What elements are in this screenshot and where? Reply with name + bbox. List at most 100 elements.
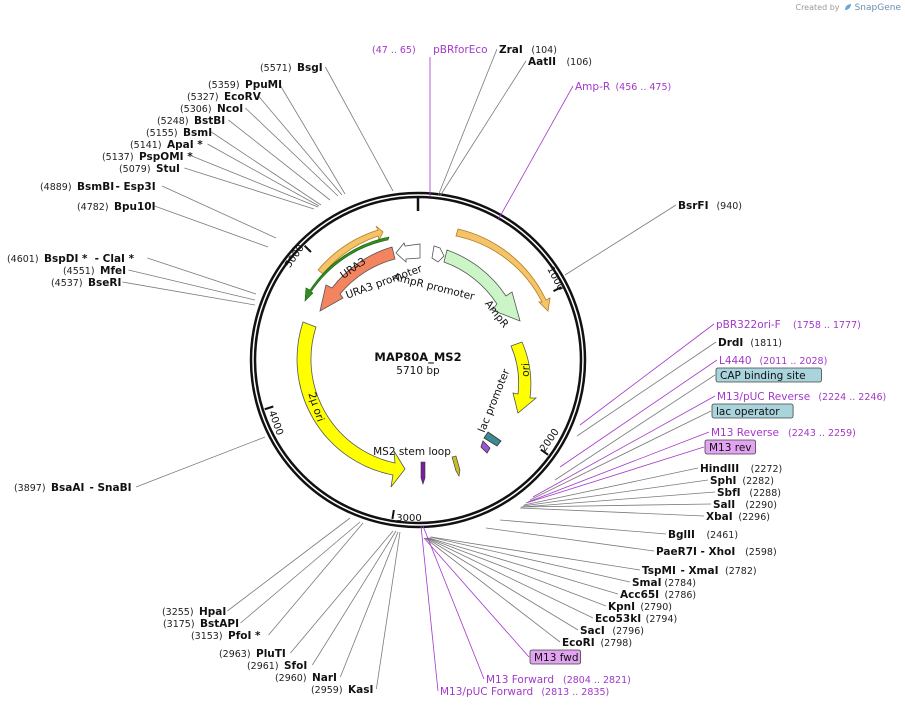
boxed-feature-2[interactable]: M13 rev <box>704 439 757 455</box>
enzyme-site-11[interactable]: TspMI- XmaI(2782) <box>642 565 757 577</box>
enzyme-site-37[interactable]: (5327)EcoRV <box>187 91 262 103</box>
enzyme-site-19[interactable]: (2960)NarI <box>275 672 337 684</box>
enzyme-site-4[interactable]: HindIII(2272) <box>700 463 782 475</box>
enzyme-site-26[interactable]: (4537)BseRI <box>51 277 121 289</box>
plasmid-size: 5710 bp <box>396 365 440 377</box>
enzyme-site-33[interactable]: (5141) ApaI * <box>130 139 203 151</box>
leader-line <box>228 119 331 201</box>
leader-line <box>325 66 394 192</box>
enzyme-site-10[interactable]: PaeR7I- XhoI(2598) <box>656 546 777 558</box>
enzyme-position: (5079) <box>119 164 151 175</box>
primer-2[interactable]: pBR322ori-F(1758 .. 1777) <box>716 319 861 331</box>
primer-5[interactable]: M13 Reverse(2243 .. 2259) <box>711 427 856 439</box>
boxed-feature-3[interactable]: M13 fwd <box>529 649 582 665</box>
primer-0[interactable]: (47 .. 65)pBRforEco <box>372 44 488 56</box>
feature-ampr[interactable] <box>443 249 521 322</box>
enzyme-position: (104) <box>531 45 557 56</box>
enzyme-name: ApaI * <box>167 139 203 151</box>
primer-7[interactable]: M13/pUC Forward(2813 .. 2835) <box>440 686 609 698</box>
enzyme-position: (2782) <box>725 566 757 577</box>
tick-mark-2 <box>540 448 549 456</box>
leader-line <box>564 204 677 276</box>
enzyme-name: BseRI <box>88 277 121 289</box>
enzyme-site-2[interactable]: BsrFI(940) <box>678 200 742 212</box>
leader-line <box>527 431 710 503</box>
feature-ms2-stem-loop-2[interactable] <box>451 455 461 477</box>
leader-line <box>429 536 631 583</box>
enzyme-site-14[interactable]: KpnI (2790) <box>608 601 672 613</box>
enzyme-site-38[interactable]: (5359)PpuMI <box>208 79 282 91</box>
enzyme-name: SacI <box>580 625 605 637</box>
primer-4[interactable]: M13/pUC Reverse(2224 .. 2246) <box>717 391 886 403</box>
primer-6[interactable]: M13 Forward(2804 .. 2821) <box>486 674 631 686</box>
boxed-feature-0[interactable]: CAP binding site <box>715 367 822 383</box>
leader-line <box>521 491 716 508</box>
enzyme-site-6[interactable]: SbfI(2288) <box>717 487 781 499</box>
feature-2u-ori[interactable] <box>296 321 406 488</box>
feature-ampr-promoter[interactable] <box>431 245 445 263</box>
enzyme-site-21[interactable]: (2963)PluTI <box>219 648 286 660</box>
enzyme-position: (2790) <box>640 602 672 613</box>
enzyme-site-8[interactable]: XbaI(2296) <box>706 511 770 523</box>
enzyme-site-9[interactable]: BglII(2461) <box>668 529 738 541</box>
enzyme-position: (5141) <box>130 140 162 151</box>
enzyme-position: (2961) <box>247 661 279 672</box>
enzyme-name: BsmI <box>183 127 212 139</box>
tick-3000: 3000 <box>396 513 421 524</box>
feature-ura3-promoter[interactable] <box>395 242 421 263</box>
leader-line <box>425 537 579 631</box>
enzyme-site-3[interactable]: DrdI(1811) <box>718 337 782 349</box>
primer-name: Amp-R <box>575 81 610 93</box>
enzyme-site-28[interactable]: (4601)BspDI *- ClaI * <box>7 253 135 265</box>
enzyme-site-7[interactable]: SalI(2290) <box>713 499 777 511</box>
enzyme-position: (2282) <box>742 476 774 487</box>
leader-line <box>579 323 715 426</box>
primer-1[interactable]: Amp-R(456 .. 475) <box>575 81 671 93</box>
primer-name: M13/pUC Forward <box>440 686 533 698</box>
feature-ura3[interactable] <box>319 246 396 312</box>
feature-lac-operator[interactable] <box>480 440 491 454</box>
enzyme-position: (5137) <box>102 152 134 163</box>
enzyme-position: (4782) <box>77 202 109 213</box>
enzyme-position: (5359) <box>208 80 240 91</box>
enzyme-site-20[interactable]: (2961)SfoI <box>247 660 307 672</box>
enzyme-site-22[interactable]: (3153)PfoI * <box>191 630 261 642</box>
enzyme-name-2: - XhoI <box>701 546 736 558</box>
feature-ms2-stem-loop[interactable] <box>420 461 426 485</box>
leader-line <box>559 359 718 468</box>
backbone-inner <box>253 195 583 525</box>
enzyme-site-35[interactable]: (5248)BstBI <box>157 115 225 127</box>
feature-ori[interactable] <box>510 341 538 414</box>
enzyme-site-18[interactable]: (2959)KasI <box>311 684 373 696</box>
enzyme-site-34[interactable]: (5155)BsmI <box>146 127 212 139</box>
enzyme-name: KpnI <box>608 601 635 613</box>
enzyme-site-17[interactable]: EcoRI(2798) <box>562 637 632 649</box>
leader-line <box>499 519 667 535</box>
enzyme-name: SalI <box>713 499 735 511</box>
primer-range: (2804 .. 2821) <box>563 675 631 686</box>
enzyme-site-13[interactable]: Acc65I(2786) <box>620 589 696 601</box>
enzyme-site-32[interactable]: (5137) PspOMI * <box>102 151 193 163</box>
enzyme-site-0[interactable]: ZraI(104) <box>499 44 557 56</box>
enzyme-site-30[interactable]: (4889)BsmBI- Esp3I <box>40 181 156 193</box>
enzyme-site-23[interactable]: (3175)BstAPI <box>163 618 239 630</box>
enzyme-site-36[interactable]: (5306)NcoI <box>180 103 243 115</box>
enzyme-site-5[interactable]: SphI(2282) <box>710 475 774 487</box>
boxed-feature-1[interactable]: lac operator <box>711 403 794 419</box>
enzyme-site-15[interactable]: Eco53kI(2794) <box>595 613 677 625</box>
primer-3[interactable]: L4440(2011 .. 2028) <box>719 355 827 367</box>
leader-line <box>519 507 705 517</box>
enzyme-site-16[interactable]: SacI(2796) <box>580 625 644 637</box>
enzyme-position: (4889) <box>40 182 72 193</box>
enzyme-site-24[interactable]: (3255)HpaI <box>162 606 226 618</box>
enzyme-site-29[interactable]: (4782)Bpu10I <box>77 201 156 213</box>
enzyme-site-1[interactable]: AatII(106) <box>528 56 592 68</box>
enzyme-site-25[interactable]: (3897)BsaAI- SnaBI <box>14 482 132 494</box>
enzyme-site-31[interactable]: (5079)StuI <box>119 163 180 175</box>
enzyme-name: PspOMI * <box>139 151 193 163</box>
enzyme-site-27[interactable]: (4551)MfeI <box>63 265 126 277</box>
enzyme-site-39[interactable]: (5571)BsgI <box>260 62 323 74</box>
feature-lac-promoter[interactable] <box>483 431 502 447</box>
enzyme-site-12[interactable]: SmaI(2784) <box>632 577 696 589</box>
